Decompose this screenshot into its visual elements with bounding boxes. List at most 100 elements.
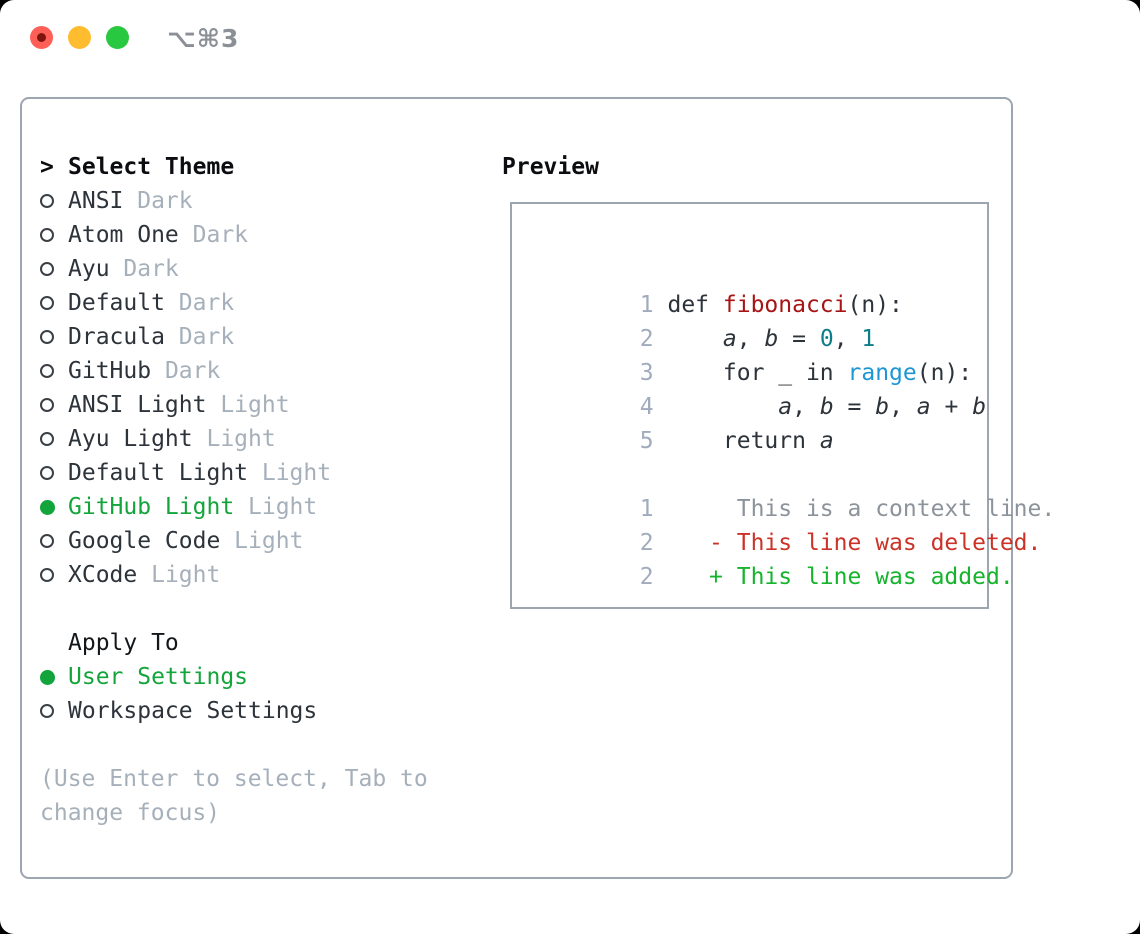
code-line: 5 return a: [529, 390, 987, 454]
theme-variant: Light: [248, 494, 318, 520]
code-token: +: [930, 394, 973, 420]
minimize-button[interactable]: [68, 26, 91, 49]
theme-name: GitHub Light: [68, 494, 235, 520]
radio-icon: [40, 568, 54, 582]
theme-name: ANSI: [68, 188, 124, 214]
titlebar: ⌥⌘3: [0, 0, 1140, 74]
apply-to-label: Apply To: [68, 630, 179, 656]
theme-variant: Light: [220, 392, 290, 418]
theme-name: XCode: [68, 562, 138, 588]
line-number: 5: [639, 428, 654, 454]
line-number: 2: [639, 326, 654, 352]
keyboard-hint-line2: change focus): [40, 800, 221, 826]
radio-icon: [40, 466, 54, 480]
divider: [40, 592, 428, 626]
radio-icon: [40, 228, 54, 242]
theme-name: Google Code: [68, 528, 221, 554]
code-token: =: [778, 326, 820, 352]
radio-icon: [40, 364, 54, 378]
theme-option-xcode[interactable]: XCode Light: [40, 558, 428, 592]
code-token: ,: [792, 394, 820, 420]
prompt-icon: >: [40, 154, 54, 180]
theme-option-default-dark[interactable]: Default Dark: [40, 286, 428, 320]
radio-selected-icon: [40, 500, 55, 515]
code-token: 1: [861, 326, 876, 352]
radio-icon: [40, 296, 54, 310]
code-token: a: [916, 394, 931, 420]
code-line: 2 a, b = 0, 1: [529, 288, 987, 352]
theme-name: Ayu: [68, 256, 110, 282]
diff-text: This is a context line.: [667, 496, 1056, 522]
diff-deleted-line: 2 - This line was deleted.: [529, 492, 1042, 556]
theme-option-github-dark[interactable]: GitHub Dark: [40, 354, 428, 388]
theme-variant: Light: [151, 562, 221, 588]
code-token: def: [667, 292, 723, 318]
code-line: 3 for _ in range(n):: [529, 322, 987, 386]
code-token: fibonacci: [722, 292, 848, 318]
divider: [40, 728, 428, 762]
radio-icon: [40, 432, 54, 446]
theme-option-ansi-light[interactable]: ANSI Light Light: [40, 388, 428, 422]
code-token: b: [972, 394, 987, 420]
apply-option-label: Workspace Settings: [68, 698, 318, 724]
theme-variant: Dark: [123, 256, 179, 282]
line-number: 1: [639, 496, 654, 522]
code-token: b: [764, 326, 779, 352]
theme-name: ANSI Light: [68, 392, 207, 418]
code-token: a: [819, 428, 834, 454]
code-token: b: [875, 394, 890, 420]
diff-context-line: 1 This is a context line.: [529, 458, 1055, 522]
theme-option-dracula-dark[interactable]: Dracula Dark: [40, 320, 428, 354]
code-token: (n):: [916, 360, 973, 386]
theme-name: Atom One: [68, 222, 179, 248]
theme-option-ansi-dark[interactable]: ANSI Dark: [40, 184, 428, 218]
theme-variant: Light: [261, 460, 332, 486]
theme-option-atom-one-dark[interactable]: Atom One Dark: [40, 218, 428, 252]
diff-added-line: 2 + This line was added.: [529, 526, 1014, 590]
maximize-button[interactable]: [106, 26, 129, 49]
theme-name: Ayu Light: [68, 426, 193, 452]
line-number: 2: [639, 530, 654, 556]
diff-text: - This line was deleted.: [667, 530, 1042, 556]
theme-variant: Dark: [137, 188, 193, 214]
theme-name: Default Light: [68, 460, 249, 486]
keyboard-hint-line1: (Use Enter to select, Tab to: [40, 766, 428, 792]
code-token: =: [833, 394, 876, 420]
line-number: 3: [639, 360, 654, 386]
theme-option-google-code[interactable]: Google Code Light: [40, 524, 428, 558]
diff-text: + This line was added.: [667, 564, 1014, 590]
radio-icon: [40, 534, 54, 548]
radio-icon: [40, 398, 54, 412]
code-line: 4 a, b = b, a + b: [529, 356, 987, 420]
line-number: 2: [639, 564, 654, 590]
theme-name: Default: [68, 290, 165, 316]
theme-option-ayu-light[interactable]: Ayu Light Light: [40, 422, 428, 456]
radio-selected-icon: [40, 670, 55, 685]
theme-variant: Dark: [192, 222, 249, 248]
radio-icon: [40, 262, 54, 276]
radio-icon: [40, 330, 54, 344]
apply-option-label: User Settings: [68, 664, 249, 690]
theme-list-column: > Select Theme ANSI Dark Atom One Dark A…: [40, 150, 428, 830]
theme-option-ayu-dark[interactable]: Ayu Dark: [40, 252, 428, 286]
theme-option-github-light[interactable]: GitHub Light Light: [40, 490, 428, 524]
theme-picker-panel: > Select Theme ANSI Dark Atom One Dark A…: [20, 97, 1055, 879]
apply-option-user-settings[interactable]: User Settings: [40, 660, 428, 694]
close-button[interactable]: [30, 26, 53, 49]
theme-variant: Dark: [178, 290, 235, 316]
theme-variant: Light: [234, 528, 304, 554]
code-token: a: [722, 326, 737, 352]
theme-variant: Light: [206, 426, 276, 452]
code-token: 0: [819, 326, 834, 352]
line-number: 4: [639, 394, 654, 420]
theme-option-default-light[interactable]: Default Light Light: [40, 456, 428, 490]
code-token: for _ in: [667, 360, 848, 386]
select-theme-header: > Select Theme: [40, 150, 428, 184]
radio-icon: [40, 704, 54, 718]
code-token: b: [819, 394, 834, 420]
window-title: ⌥⌘3: [167, 24, 240, 53]
radio-icon: [40, 194, 54, 208]
theme-variant: Dark: [178, 324, 235, 350]
apply-option-workspace-settings[interactable]: Workspace Settings: [40, 694, 428, 728]
